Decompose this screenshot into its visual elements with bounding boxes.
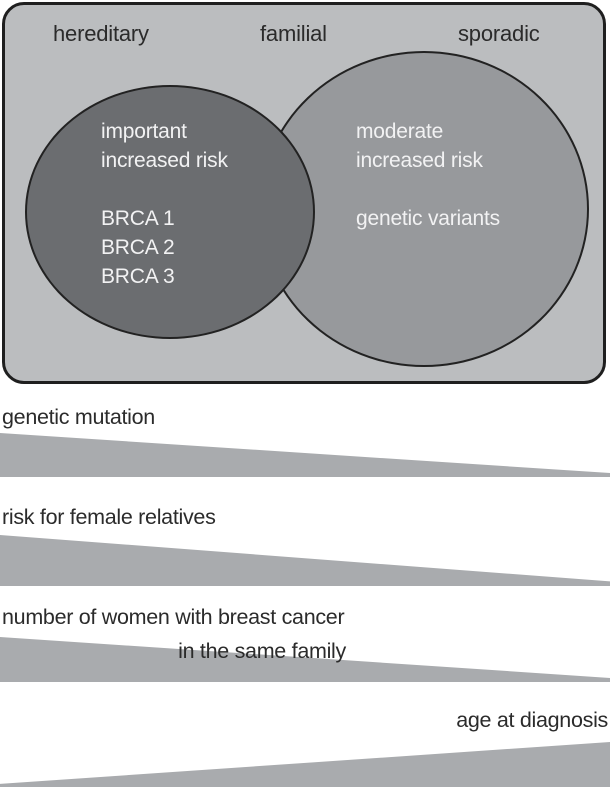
venn-panel: hereditary familial sporadic important i… — [2, 2, 606, 384]
hereditary-risk-line1: important — [101, 120, 187, 143]
bar-label-genetic-mutation: genetic mutation — [2, 405, 155, 429]
gene-label-brca3: BRCA 3 — [101, 265, 175, 288]
hereditary-circle — [25, 85, 315, 339]
text-spacer — [356, 175, 500, 204]
text-spacer — [101, 175, 228, 204]
bar-label-number-of-women-line2: in the same family — [178, 639, 346, 663]
hereditary-circle-text: important increased risk BRCA 1 BRCA 2 B… — [101, 117, 228, 291]
gradient-wedge-risk-female-relatives — [0, 535, 610, 586]
region-label-hereditary: hereditary — [53, 21, 149, 46]
gene-label-brca2: BRCA 2 — [101, 236, 175, 259]
sporadic-circle-text: moderate increased risk genetic variants — [356, 117, 500, 233]
sporadic-risk-line1: moderate — [356, 120, 444, 143]
region-label-familial: familial — [260, 21, 327, 46]
bar-label-age-at-diagnosis: age at diagnosis — [456, 708, 608, 732]
hereditary-risk-line2: increased risk — [101, 149, 228, 172]
gene-label-brca1: BRCA 1 — [101, 207, 175, 230]
bar-label-risk-female-relatives: risk for female relatives — [2, 505, 216, 529]
bar-label-number-of-women-line1: number of women with breast cancer — [2, 605, 345, 629]
gradient-wedge-age-at-diagnosis — [0, 742, 610, 787]
genetic-variants-label: genetic variants — [356, 207, 500, 230]
bar-label-number-of-women: number of women with breast cancer in th… — [2, 600, 346, 668]
gradient-wedge-genetic-mutation — [0, 433, 610, 477]
sporadic-risk-line2: increased risk — [356, 149, 483, 172]
region-label-sporadic: sporadic — [458, 21, 540, 46]
